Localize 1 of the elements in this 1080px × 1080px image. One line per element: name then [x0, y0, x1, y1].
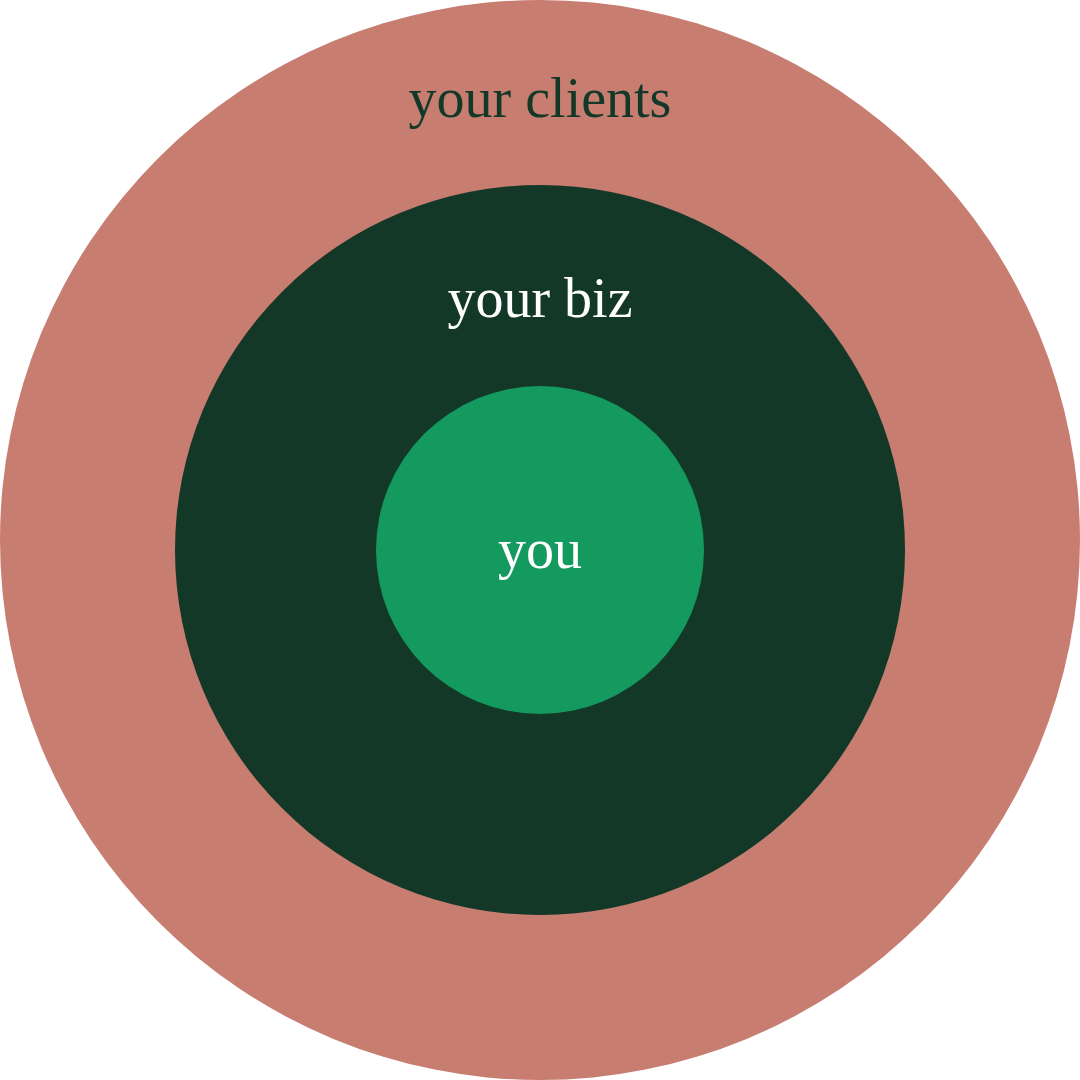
outer-circle — [0, 0, 1080, 1080]
